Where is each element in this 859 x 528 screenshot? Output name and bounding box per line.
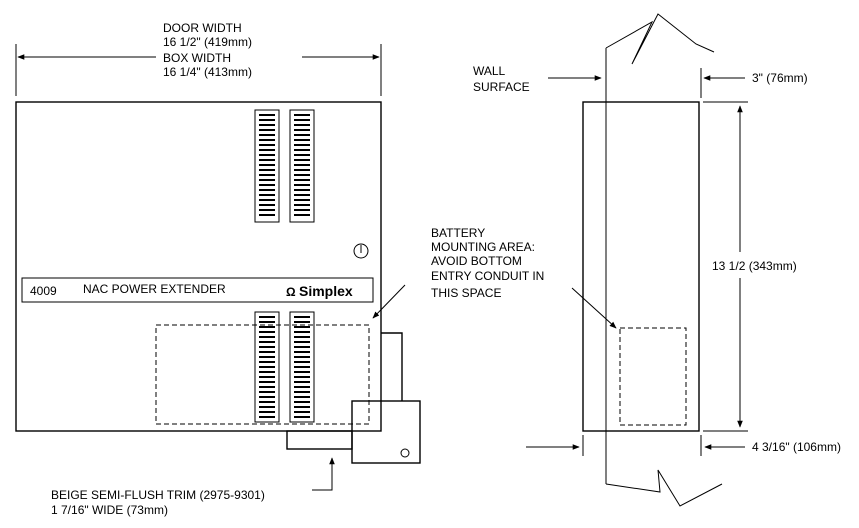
trim-label: BEIGE SEMI-FLUSH TRIM (2975-9301) bbox=[51, 488, 265, 502]
box-width-value: 16 1/4" (413mm) bbox=[163, 65, 252, 79]
bottom-trim-strip bbox=[286, 430, 353, 450]
brand-name: Simplex bbox=[299, 283, 353, 299]
depth-bottom-label: 4 3/16" (106mm) bbox=[752, 440, 841, 454]
trim-width-label: 1 7/16" WIDE (73mm) bbox=[51, 503, 168, 517]
side-battery-area bbox=[619, 327, 687, 426]
battery-leader-side bbox=[571, 287, 617, 329]
wall-surface-label: WALL bbox=[473, 64, 506, 78]
side-view: WALL SURFACE 3" (76mm) 13 1/2 (343mm) 4 … bbox=[473, 13, 841, 507]
upper-terminal-strip-right bbox=[289, 109, 315, 223]
lower-terminal-strip-left bbox=[254, 311, 280, 423]
upper-terminal-strip-left bbox=[254, 109, 280, 223]
wall-break-top bbox=[605, 13, 715, 65]
name-plate bbox=[21, 277, 374, 303]
cabinet-box bbox=[15, 101, 382, 432]
battery-mounting-area bbox=[155, 324, 370, 425]
trim-bracket bbox=[351, 400, 421, 464]
door-width-label: DOOR WIDTH bbox=[163, 21, 242, 35]
simplex-logo: Ω Simplex bbox=[286, 283, 353, 299]
product-name: NAC POWER EXTENDER bbox=[83, 282, 226, 296]
door-lock-icon bbox=[353, 243, 369, 259]
battery-note-line-2: MOUNTING AREA: bbox=[431, 240, 535, 254]
depth-top-label: 3" (76mm) bbox=[752, 71, 808, 85]
battery-note-line-3: AVOID BOTTOM bbox=[431, 254, 522, 268]
trim-leader bbox=[312, 460, 333, 491]
battery-note-line-1: BATTERY bbox=[431, 226, 485, 240]
side-cabinet-box bbox=[582, 101, 700, 432]
box-width-label: BOX WIDTH bbox=[163, 51, 231, 65]
battery-note: BATTERY MOUNTING AREA: AVOID BOTTOM ENTR… bbox=[431, 226, 544, 300]
svg-text:Ω: Ω bbox=[286, 285, 296, 299]
door-width-value: 16 1/2" (419mm) bbox=[163, 35, 252, 49]
wall-break-bottom bbox=[605, 469, 723, 507]
wall-surface-label-2: SURFACE bbox=[473, 80, 530, 94]
model-number: 4009 bbox=[30, 284, 57, 298]
trim-screw-icon bbox=[400, 448, 410, 458]
battery-note-line-4: ENTRY CONDUIT IN bbox=[431, 269, 544, 283]
battery-note-line-5: THIS SPACE bbox=[431, 286, 501, 300]
height-label: 13 1/2 (343mm) bbox=[712, 259, 797, 273]
front-view: DOOR WIDTH 16 1/2" (419mm) BOX WIDTH 16 … bbox=[15, 21, 421, 517]
battery-leader-front bbox=[372, 284, 406, 319]
lower-terminal-strip-right bbox=[289, 311, 315, 423]
right-hinge-bracket bbox=[381, 332, 403, 401]
